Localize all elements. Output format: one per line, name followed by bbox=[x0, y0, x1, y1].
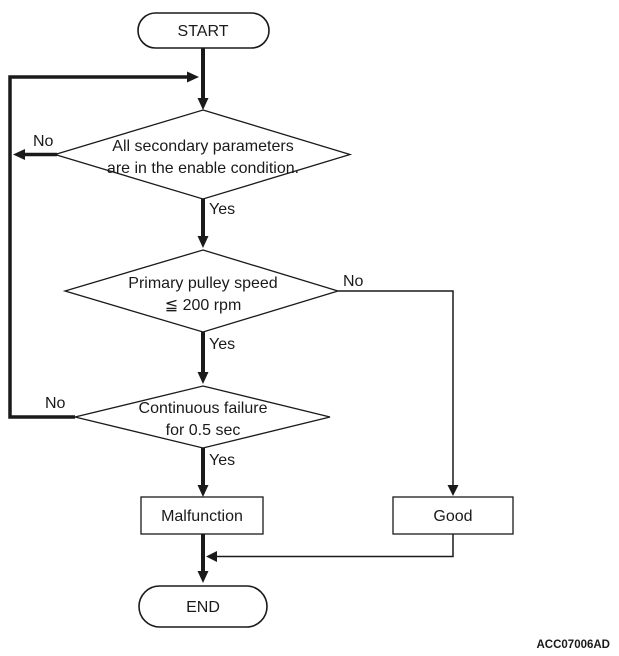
edge-feedback-loop bbox=[8, 75, 188, 419]
label-decision2-no: No bbox=[343, 273, 364, 290]
start-label: START bbox=[178, 23, 229, 40]
decision2-label-line2: ≦ 200 rpm bbox=[165, 297, 242, 314]
decision2-label-line1: Primary pulley speed bbox=[128, 275, 277, 292]
arrowhead-into-malfunction bbox=[197, 485, 209, 497]
decision1-label-line1: All secondary parameters bbox=[112, 138, 293, 155]
arrowhead-feedback-into-main bbox=[187, 71, 199, 83]
edge-decision2-no bbox=[338, 290, 454, 485]
label-decision3-no: No bbox=[45, 395, 66, 412]
end-node bbox=[138, 585, 268, 628]
arrowhead-into-good bbox=[447, 485, 459, 496]
label-decision1-yes: Yes bbox=[209, 201, 235, 218]
end-label: END bbox=[186, 599, 220, 616]
figure-code: ACC07006AD bbox=[536, 639, 610, 651]
good-label: Good bbox=[433, 508, 472, 525]
arrowhead-decision1-no bbox=[13, 149, 25, 160]
arrowhead-into-decision3 bbox=[197, 372, 209, 384]
decision2-node bbox=[62, 249, 341, 333]
decision3-label-line1: Continuous failure bbox=[139, 400, 268, 417]
start-node bbox=[137, 12, 270, 49]
malfunction-label: Malfunction bbox=[161, 508, 243, 525]
edge-good-to-merge bbox=[217, 534, 454, 558]
arrowhead-into-decision2 bbox=[197, 236, 209, 248]
arrowhead-into-decision1 bbox=[197, 98, 209, 110]
arrowhead-good-merge bbox=[206, 551, 217, 562]
decision3-node bbox=[74, 385, 331, 449]
label-decision1-no: No bbox=[33, 133, 54, 150]
decision1-label-line2: are in the enable condition. bbox=[107, 160, 299, 177]
label-decision3-yes: Yes bbox=[209, 452, 235, 469]
malfunction-node bbox=[140, 496, 264, 535]
good-node bbox=[392, 496, 514, 535]
arrowhead-into-end bbox=[197, 571, 209, 583]
label-decision2-yes: Yes bbox=[209, 336, 235, 353]
decision3-label-line2: for 0.5 sec bbox=[166, 422, 241, 439]
decision1-node bbox=[52, 109, 353, 200]
